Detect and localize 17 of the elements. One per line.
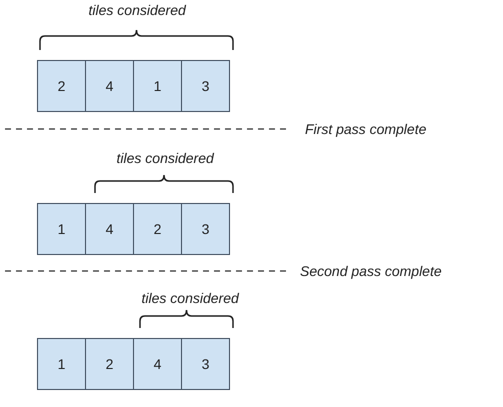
tile: 3 [181,203,230,255]
pass-label: Second pass complete [300,263,442,279]
tile: 3 [181,338,230,390]
tile: 4 [133,338,182,390]
tile: 4 [85,203,134,255]
bracket-label: tiles considered [142,290,239,306]
tile: 1 [37,203,86,255]
tile: 4 [85,60,134,112]
tile: 1 [37,338,86,390]
tile: 1 [133,60,182,112]
bracket-label: tiles considered [116,150,214,166]
pass-label: First pass complete [305,121,426,137]
tile: 2 [133,203,182,255]
tile: 2 [85,338,134,390]
tile: 3 [181,60,230,112]
bracket-label: tiles considered [88,2,186,18]
tile: 2 [37,60,86,112]
